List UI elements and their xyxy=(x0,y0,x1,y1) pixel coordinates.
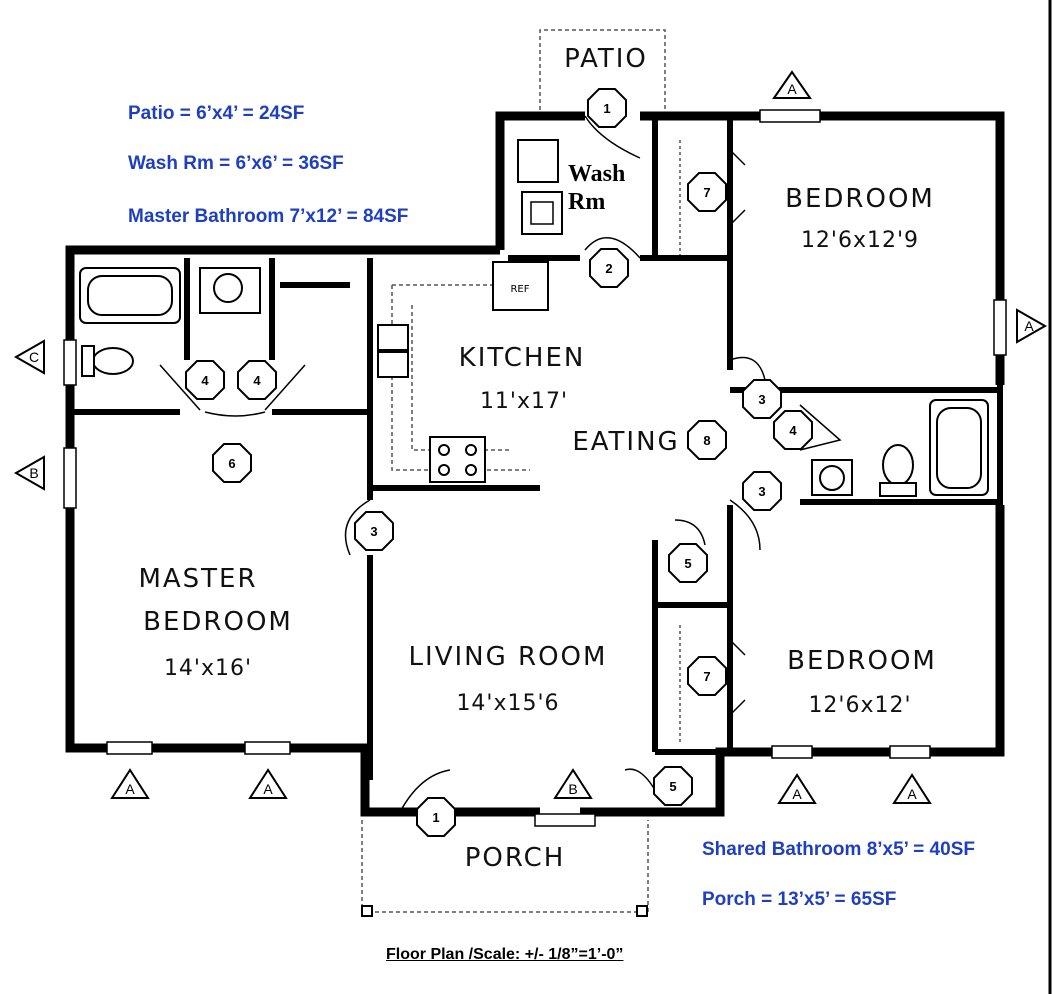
porch-post-left xyxy=(361,905,373,917)
master-bath-area-note: Master Bathroom 7’x12’ = 84SF xyxy=(128,206,409,227)
patio-outline xyxy=(539,29,666,112)
sink-icon xyxy=(377,351,409,378)
wash-room-label-line2: Rm xyxy=(568,189,606,215)
bedroom-se-label: BEDROOM xyxy=(787,646,937,676)
scale-caption: Floor Plan /Scale: +/- 1/8”=1’-0” xyxy=(386,946,624,963)
elevation-marker: C xyxy=(13,339,45,375)
svg-text:5: 5 xyxy=(669,779,676,794)
door-tag: 7 xyxy=(687,172,727,212)
bedroom-ne-size: 12'6x12'9 xyxy=(801,228,919,253)
svg-text:3: 3 xyxy=(758,392,765,407)
svg-text:C: C xyxy=(29,349,39,365)
dryer-icon xyxy=(521,191,563,235)
elevation-marker: A xyxy=(110,768,150,799)
svg-text:A: A xyxy=(792,786,802,802)
shared-bath-fixtures xyxy=(811,399,989,497)
elevation-marker: A xyxy=(772,70,812,99)
master-bedroom-label-1: MASTER xyxy=(138,564,257,594)
door-tag: 7 xyxy=(687,656,727,696)
elevation-marker: B xyxy=(553,768,593,799)
elevation-markers: A A C B A A B A A xyxy=(13,70,1048,804)
master-bedroom-size: 14'x16' xyxy=(164,656,252,681)
svg-text:A: A xyxy=(907,786,917,802)
svg-text:4: 4 xyxy=(201,373,209,388)
door-tag: 4 xyxy=(237,360,277,400)
door-tag: 1 xyxy=(587,88,627,128)
svg-text:4: 4 xyxy=(253,373,261,388)
svg-text:A: A xyxy=(125,781,135,797)
master-bath-fixtures xyxy=(79,267,261,377)
svg-text:A: A xyxy=(787,81,797,97)
svg-text:A: A xyxy=(263,781,273,797)
washer-icon xyxy=(517,139,559,183)
wash-room-area-note: Wash Rm = 6’x6’ = 36SF xyxy=(128,153,344,174)
bedroom-ne-label: BEDROOM xyxy=(785,184,935,214)
svg-text:4: 4 xyxy=(789,423,797,438)
eating-label: EATING xyxy=(572,427,679,457)
stove-icon xyxy=(429,436,486,483)
door-tag: 1 xyxy=(416,797,456,837)
door-tag: 3 xyxy=(742,379,782,419)
refrigerator-icon xyxy=(492,261,549,311)
kitchen-label: KITCHEN xyxy=(459,343,586,373)
svg-text:1: 1 xyxy=(432,810,439,825)
porch-area-note: Porch = 13’x5’ = 65SF xyxy=(702,889,897,910)
porch-label: PORCH xyxy=(465,843,566,873)
elevation-marker: A xyxy=(1016,308,1048,344)
door-swings xyxy=(159,115,842,813)
door-tags: 1 2 7 4 4 6 3 3 4 8 3 5 7 1 5 xyxy=(185,88,813,837)
shared-bath-area-note: Shared Bathroom 8’x5’ = 40SF xyxy=(702,839,975,860)
door-tag: 4 xyxy=(773,410,813,450)
wash-room-label: Wash Rm xyxy=(568,160,625,216)
patio-label: PATIO xyxy=(564,44,648,74)
porch-post-right xyxy=(636,905,648,917)
elevation-marker: A xyxy=(892,773,932,804)
svg-text:6: 6 xyxy=(228,456,235,471)
sink-icon xyxy=(377,324,409,351)
bedroom-se-size: 12'6x12' xyxy=(808,693,911,718)
wash-room-label-line1: Wash xyxy=(568,161,626,187)
elevation-marker: A xyxy=(248,768,288,799)
door-tag: 3 xyxy=(354,511,394,551)
living-room-size: 14'x15'6 xyxy=(456,691,559,716)
svg-text:7: 7 xyxy=(703,669,710,684)
door-tag: 2 xyxy=(589,248,629,288)
elevation-marker: A xyxy=(777,773,817,804)
kitchen-size: 11'x17' xyxy=(480,389,568,414)
door-tag: 5 xyxy=(653,766,693,806)
interior-walls xyxy=(70,116,1003,780)
elevation-marker: B xyxy=(13,455,45,491)
door-tag: 5 xyxy=(668,543,708,583)
door-tag: 6 xyxy=(212,443,252,483)
master-bedroom-label-2: BEDROOM xyxy=(143,607,293,637)
door-tag: 3 xyxy=(742,471,782,511)
svg-text:B: B xyxy=(568,781,577,797)
svg-text:8: 8 xyxy=(703,433,710,448)
svg-text:2: 2 xyxy=(605,261,612,276)
door-tag: 8 xyxy=(687,420,727,460)
fridge-label: REF xyxy=(510,284,529,295)
svg-text:B: B xyxy=(29,465,38,481)
door-tag: 4 xyxy=(185,360,225,400)
svg-text:7: 7 xyxy=(703,185,710,200)
living-room-label: LIVING ROOM xyxy=(409,642,608,672)
patio-area-note: Patio = 6’x4’ = 24SF xyxy=(128,103,305,124)
svg-text:5: 5 xyxy=(684,556,691,571)
windows xyxy=(63,109,1007,827)
svg-text:3: 3 xyxy=(370,524,377,539)
porch-outline xyxy=(361,820,649,913)
svg-text:A: A xyxy=(1024,318,1034,334)
svg-text:3: 3 xyxy=(758,484,765,499)
svg-text:1: 1 xyxy=(603,101,610,116)
